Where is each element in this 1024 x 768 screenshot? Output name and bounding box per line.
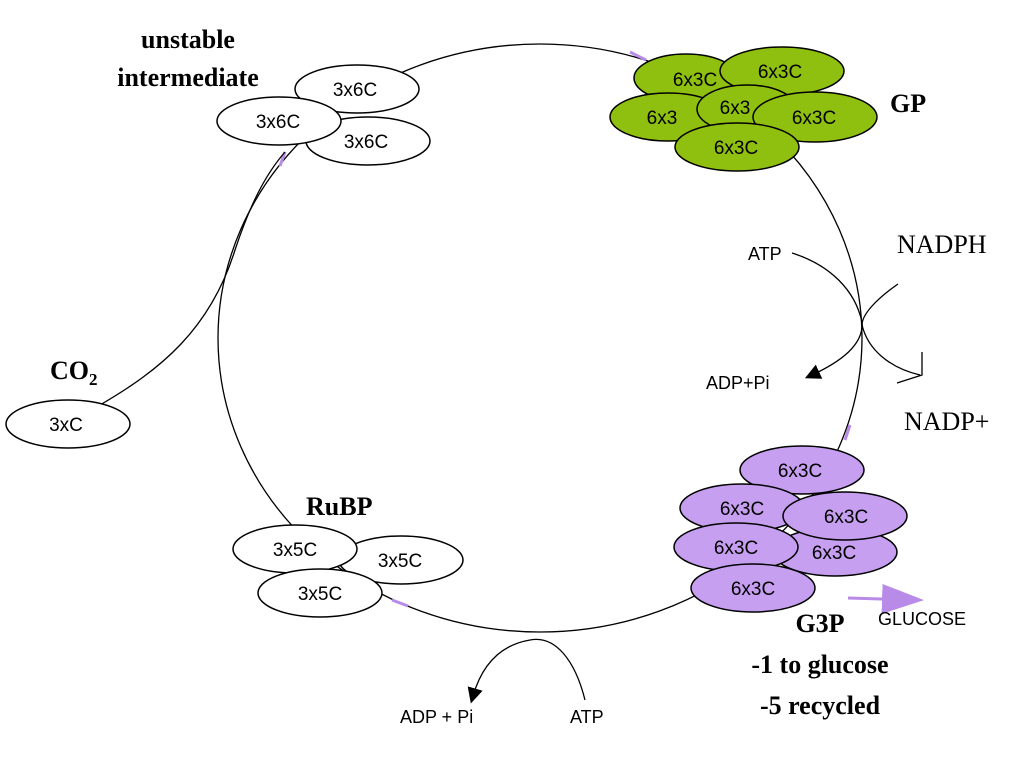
intermediate-oval — [294, 64, 420, 114]
rubp-label-2: 3x5C — [273, 540, 317, 561]
g3p-title: G3P — [795, 609, 844, 638]
gp-label-1: 6x3C — [673, 70, 717, 91]
co2-entry-line — [99, 151, 286, 406]
g3p-oval — [690, 563, 816, 613]
g3p-group: 6x3C 6x3C 6x3C 6x3C 6x3C 6x3C — [673, 445, 908, 613]
g3p-label-6: 6x3C — [731, 579, 775, 600]
intermediate-group: 3x6C 3x6C 3x6C — [216, 64, 431, 166]
gp-label-3: 6x3 — [647, 108, 678, 129]
gp-label-5: 6x3C — [792, 108, 836, 129]
unstable-label-line1: unstable — [141, 25, 235, 54]
intermediate-label-1: 3x6C — [333, 80, 377, 101]
glucose-arrow — [847, 583, 924, 614]
gp-oval — [674, 122, 800, 172]
intermediate-label-2: 3x6C — [344, 132, 388, 153]
rubp-oval — [257, 568, 383, 618]
g3p-note-1: -1 to glucose — [751, 650, 888, 679]
nadp-plus-label: NADP+ — [904, 407, 989, 436]
g3p-oval — [782, 491, 908, 541]
glucose-label: GLUCOSE — [878, 609, 966, 629]
adp-pi-right-label: ADP+Pi — [706, 373, 770, 393]
gp-group: 6x3C 6x3C 6x3 6x3 6x3C 6x3C — [609, 46, 878, 172]
co2-title: CO2 — [50, 356, 98, 389]
gp-label-4: 6x3 — [720, 98, 751, 119]
cycle-arrow-right — [843, 424, 852, 441]
co2-title-main: CO — [50, 356, 89, 385]
atp-consumption-line — [791, 252, 863, 379]
bottom-atp-line — [467, 638, 586, 704]
co2-oval-label: 3xC — [49, 415, 83, 436]
gp-oval — [752, 91, 878, 143]
nadp-arrow-head — [896, 352, 923, 384]
atp-right-label: ATP — [748, 244, 782, 264]
cycle-arrow-left — [278, 151, 287, 167]
gp-label-6: 6x3C — [714, 138, 758, 159]
g3p-label-3: 6x3C — [812, 543, 856, 564]
rubp-label-3: 3x5C — [298, 584, 342, 605]
g3p-label-5: 6x3C — [714, 538, 758, 559]
atp-bottom-label: ATP — [570, 707, 604, 727]
cycle-arrow-top — [629, 50, 647, 62]
cycle-circle — [217, 43, 863, 633]
g3p-label-2: 6x3C — [720, 499, 764, 520]
g3p-label-1: 6x3C — [778, 461, 822, 482]
g3p-note-2: -5 recycled — [760, 691, 881, 720]
unstable-label-line2: intermediate — [117, 63, 259, 92]
intermediate-oval — [216, 96, 342, 146]
co2-oval — [5, 399, 131, 449]
co2-title-subscript: 2 — [89, 370, 98, 389]
g3p-oval — [739, 445, 865, 495]
g3p-label-4: 6x3C — [824, 507, 868, 528]
nadph-label: NADPH — [897, 230, 987, 259]
adp-pi-bottom-label: ADP + Pi — [400, 707, 473, 727]
rubp-title: RuBP — [306, 492, 373, 521]
gp-title: GP — [890, 89, 926, 118]
rubp-label-1: 3x5C — [378, 551, 422, 572]
gp-label-2: 6x3C — [758, 62, 802, 83]
cycle-arrow-bottom — [391, 598, 409, 608]
intermediate-label-3: 3x6C — [256, 112, 300, 133]
nadph-consumption-line — [861, 283, 921, 376]
rubp-group: 3x5C 3x5C 3x5C — [232, 524, 464, 618]
